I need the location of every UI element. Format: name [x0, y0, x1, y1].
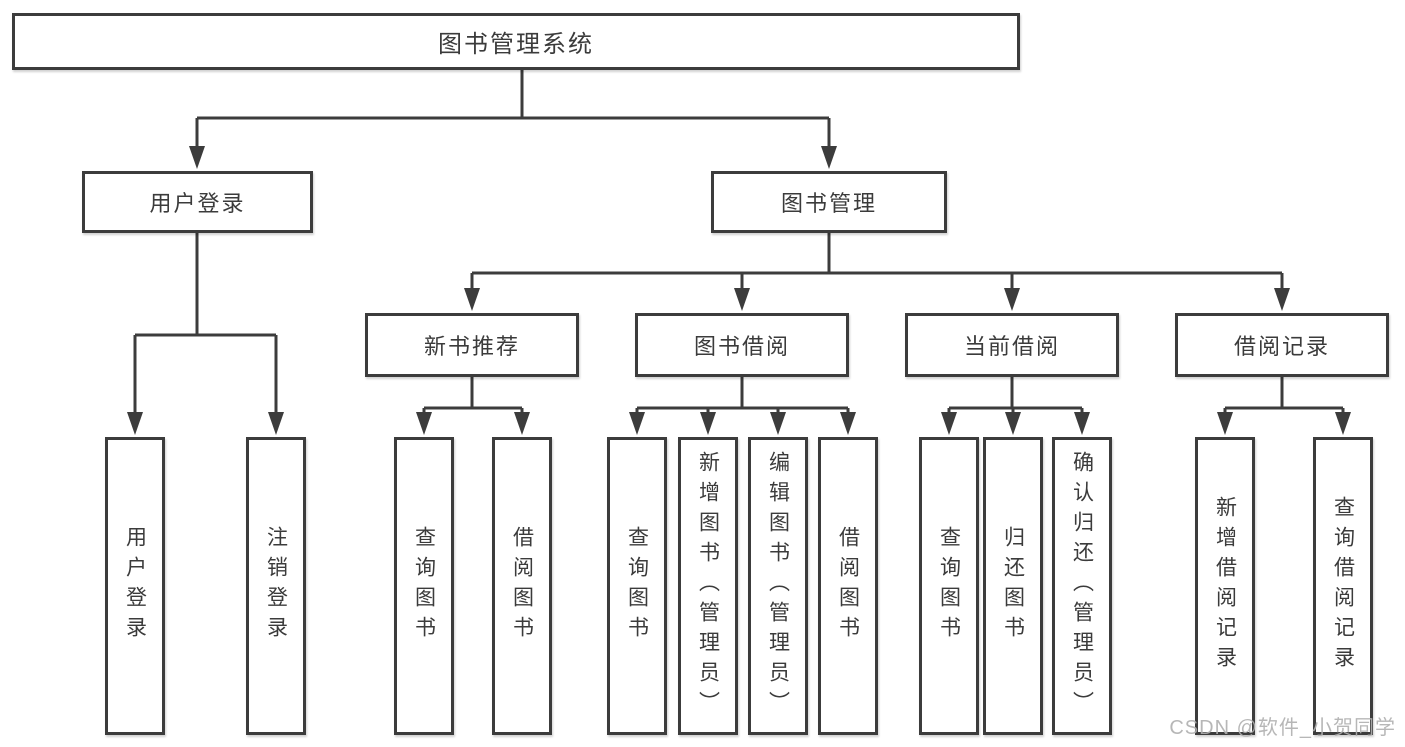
- node-confirm-return-admin: 确认归还（管理员）: [1052, 437, 1112, 735]
- node-query-borrow-record: 查询借阅记录: [1313, 437, 1373, 735]
- edge-group-borrow-records: [1217, 377, 1351, 435]
- node-logout: 注销登录: [246, 437, 306, 735]
- edge-group-user-login: [127, 233, 284, 435]
- node-current-borrow: 当前借阅: [905, 313, 1119, 377]
- node-label: 注销登录: [264, 526, 288, 646]
- node-return-book: 归还图书: [983, 437, 1043, 735]
- node-label: 用户登录: [123, 526, 147, 646]
- node-borrow-records: 借阅记录: [1175, 313, 1389, 377]
- node-add-borrow-record: 新增借阅记录: [1195, 437, 1255, 735]
- node-label: 编辑图书（管理员）: [766, 451, 790, 721]
- node-label: 确认归还（管理员）: [1070, 451, 1094, 721]
- node-user-login-leaf: 用户登录: [105, 437, 165, 735]
- node-label: 查询图书: [937, 526, 961, 646]
- node-label: 新书推荐: [423, 334, 520, 359]
- node-label: 查询图书: [625, 526, 649, 646]
- edge-group-root: [189, 70, 837, 169]
- edge-group-new-book-recommend: [416, 377, 530, 435]
- edge-group-current-borrow: [941, 377, 1090, 435]
- node-label: 当前借阅: [963, 334, 1060, 359]
- node-query-books-current: 查询图书: [919, 437, 979, 735]
- node-label: 新增借阅记录: [1213, 496, 1237, 676]
- node-label: 借阅图书: [510, 526, 534, 646]
- node-label: 新增图书（管理员）: [696, 451, 720, 721]
- node-new-book-recommend: 新书推荐: [365, 313, 579, 377]
- node-label: 查询图书: [412, 526, 436, 646]
- node-edit-book-admin: 编辑图书（管理员）: [748, 437, 808, 735]
- node-book-borrow: 图书借阅: [635, 313, 849, 377]
- node-label: 借阅图书: [836, 526, 860, 646]
- node-label: 用户登录: [149, 191, 246, 216]
- node-label: 归还图书: [1001, 526, 1025, 646]
- node-query-books-recommend: 查询图书: [394, 437, 454, 735]
- watermark-text: CSDN @软件_小贺同学: [1169, 717, 1396, 739]
- node-borrow-books-recommend: 借阅图书: [492, 437, 552, 735]
- node-label: 借阅记录: [1233, 334, 1330, 359]
- node-label: 图书管理: [780, 191, 877, 216]
- node-query-books-borrow: 查询图书: [607, 437, 667, 735]
- node-user-login-branch: 用户登录: [82, 171, 313, 233]
- node-root: 图书管理系统: [12, 13, 1020, 70]
- edge-group-book-management: [464, 233, 1290, 311]
- node-root-label: 图书管理系统: [438, 31, 594, 58]
- node-book-management: 图书管理: [711, 171, 947, 233]
- node-borrow-books: 借阅图书: [818, 437, 878, 735]
- edge-group-book-borrow: [629, 377, 856, 435]
- node-add-book-admin: 新增图书（管理员）: [678, 437, 738, 735]
- node-label: 查询借阅记录: [1331, 496, 1355, 676]
- node-label: 图书借阅: [693, 334, 790, 359]
